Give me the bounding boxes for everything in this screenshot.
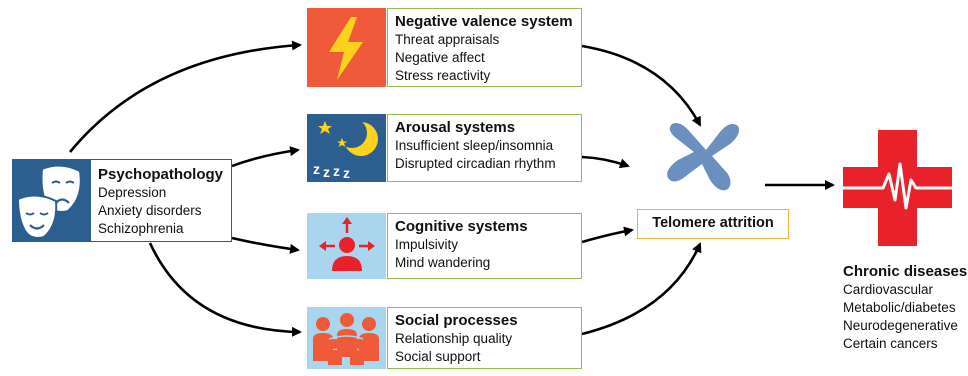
people-group-icon	[307, 307, 386, 369]
chronic-disease-item: Certain cancers	[843, 336, 938, 351]
chronic-disease-item: Metabolic/diabetes	[843, 300, 956, 315]
svg-text:z: z	[313, 161, 320, 177]
psychopathology-item: Depression	[98, 185, 167, 200]
cognitive-item: Mind wandering	[395, 255, 491, 270]
social-item: Relationship quality	[395, 331, 513, 346]
svg-text:z: z	[323, 164, 330, 180]
negative-valence-item: Negative affect	[395, 50, 485, 65]
social-title: Social processes	[395, 312, 518, 329]
psychopathology-item: Schizophrenia	[98, 221, 184, 236]
arrow-arousal-to-telomere	[581, 155, 630, 169]
person-arrows-icon	[307, 213, 386, 279]
chronic-diseases-title: Chronic diseases	[843, 263, 968, 280]
arousal-item: Disrupted circadian rhythm	[395, 156, 556, 171]
arousal-item: Insufficient sleep/insomnia	[395, 138, 554, 153]
svg-text:z: z	[333, 163, 340, 179]
theater-masks-icon	[12, 159, 91, 242]
negative-valence-item: Threat appraisals	[395, 32, 500, 47]
social-item: Social support	[395, 349, 481, 364]
psychopathology-box: Psychopathology Depression Anxiety disor…	[90, 159, 232, 242]
psychopathology-item: Anxiety disorders	[98, 203, 202, 218]
cognitive-title: Cognitive systems	[395, 218, 528, 235]
telomere-attrition-label: Telomere attrition	[637, 209, 789, 239]
arrow-cognitive-to-telomere	[581, 226, 634, 244]
cognitive-item: Impulsivity	[395, 237, 459, 252]
medical-cross-heartbeat-icon	[843, 130, 952, 246]
psychopathology-title: Psychopathology	[98, 166, 224, 183]
chronic-diseases-list: Chronic diseases Cardiovascular Metaboli…	[843, 262, 968, 353]
arousal-box: Arousal systems Insufficient sleep/insom…	[387, 114, 582, 182]
chromosome-icon	[660, 112, 750, 194]
arrow-psy-to-cognitive	[231, 236, 300, 254]
moon-stars-sleep-icon: z z z z	[307, 114, 386, 182]
arrow-social-to-telomere	[581, 242, 702, 336]
social-box: Social processes Relationship quality So…	[387, 307, 582, 369]
negative-valence-title: Negative valence system	[395, 13, 573, 30]
chronic-disease-item: Cardiovascular	[843, 282, 934, 297]
svg-text:z: z	[343, 165, 350, 181]
arousal-title: Arousal systems	[395, 119, 516, 136]
cognitive-box: Cognitive systems Impulsivity Mind wande…	[387, 213, 582, 279]
arrow-negative-valence-to-telomere	[581, 44, 702, 127]
negative-valence-box: Negative valence system Threat appraisal…	[387, 8, 582, 87]
arrow-psy-to-social	[148, 242, 302, 337]
arrow-psy-to-arousal	[231, 146, 300, 168]
chronic-disease-item: Neurodegenerative	[843, 318, 958, 333]
lightning-bolt-icon	[307, 8, 386, 87]
negative-valence-item: Stress reactivity	[395, 68, 491, 83]
arrow-psy-to-negative-valence	[68, 40, 302, 153]
